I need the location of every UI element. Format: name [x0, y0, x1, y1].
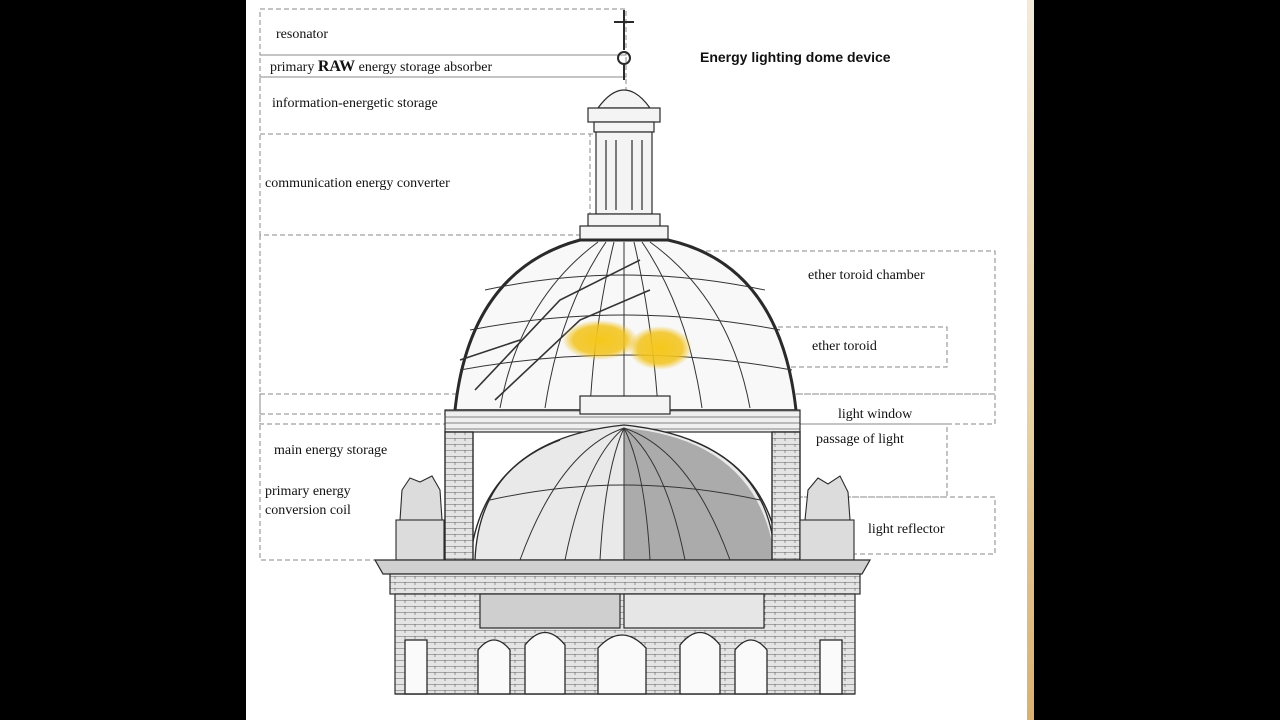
label-ether-toroid: ether toroid: [812, 339, 877, 354]
drum-ring: [444, 395, 801, 433]
label-light-reflector: light reflector: [868, 522, 945, 537]
arcade-windows: [404, 631, 843, 695]
left-letterbox: [0, 0, 246, 720]
label-main-energy-storage: main energy storage: [274, 443, 388, 458]
label-primary-suffix: energy storage absorber: [358, 60, 493, 75]
right-letterbox: [1034, 0, 1280, 720]
label-passage-of-light: passage of light: [816, 432, 904, 447]
label-light-window: light window: [838, 407, 913, 422]
side-statues: [395, 475, 855, 561]
box-primary-raw: [259, 54, 627, 78]
diagram-title: Energy lighting dome device: [700, 49, 891, 65]
lantern: [579, 89, 669, 241]
label-resonator: resonator: [276, 27, 329, 42]
label-primary-prefix: primary: [270, 60, 315, 75]
box-resonator: [259, 8, 627, 56]
label-primary-raw: primary RAW energy storage absorber: [270, 58, 492, 76]
label-information-storage: information-energetic storage: [272, 96, 438, 111]
panel-edge-strip: [1027, 0, 1034, 720]
box-passage-of-light: [789, 423, 948, 498]
label-conversion-coil-line1: primary energy: [265, 484, 351, 499]
dome-cutaway-braces: [459, 259, 651, 401]
label-primary-raw-bold: RAW: [317, 58, 356, 75]
cornice: [373, 559, 872, 595]
box-ether-toroid: [769, 326, 948, 368]
cross-finial: [614, 10, 634, 80]
inner-dome: [474, 424, 776, 561]
buttress-arches: [444, 431, 801, 561]
box-light-reflector: [789, 496, 996, 555]
label-ether-toroid-chamber: ether toroid chamber: [808, 268, 925, 283]
label-conversion-coil-line2: conversion coil: [265, 503, 351, 518]
inner-dome-ribs: [489, 427, 761, 561]
label-communication-converter: communication energy converter: [265, 176, 450, 191]
box-communication-converter: [259, 133, 591, 236]
inner-dome-shadow: [624, 428, 775, 560]
